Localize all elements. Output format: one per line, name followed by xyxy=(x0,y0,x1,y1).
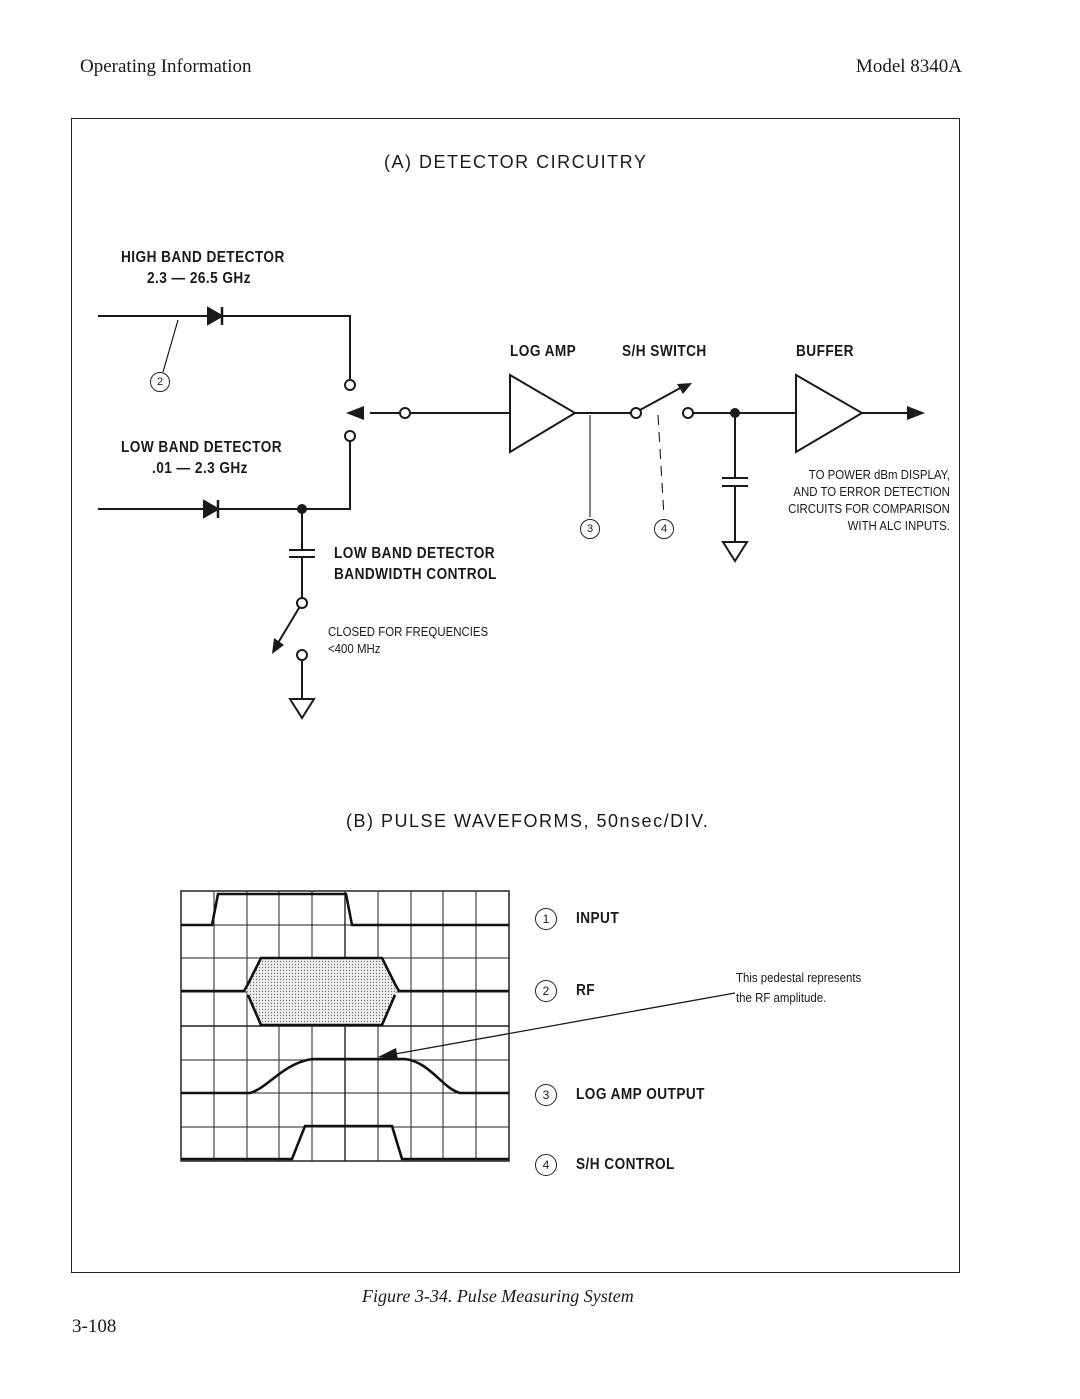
pedestal-note-2: the RF amplitude. xyxy=(736,990,827,1005)
bw-control-label: LOW BAND DETECTOR xyxy=(334,545,496,562)
arrow-right-icon xyxy=(907,406,925,420)
buffer-note: TO POWER dBm DISPLAY, AND TO ERROR DETEC… xyxy=(788,466,950,534)
high-band-line xyxy=(98,315,351,380)
legend-sh-control: S/H CONTROL xyxy=(576,1156,675,1173)
trace-rf-bottom xyxy=(246,994,397,1027)
marker-2: 2 xyxy=(150,372,170,392)
figure-frame xyxy=(71,118,960,1273)
low-band-range: .01 — 2.3 GHz xyxy=(152,460,248,477)
marker-4: 4 xyxy=(654,519,674,539)
figure-caption: Figure 3-34. Pulse Measuring System xyxy=(362,1286,634,1306)
bw-control-label-2: BANDWIDTH CONTROL xyxy=(334,566,497,583)
legend-num-3: 3 xyxy=(535,1084,557,1106)
trace-rf-top xyxy=(181,956,509,993)
low-band-diode-icon xyxy=(203,499,221,519)
ground-icon xyxy=(288,698,316,720)
arrow-left-icon xyxy=(346,406,364,420)
closed-note: CLOSED FOR FREQUENCIES xyxy=(328,624,489,639)
ground-icon-2 xyxy=(721,541,749,563)
marker-3: 3 xyxy=(580,519,600,539)
high-band-range: 2.3 — 26.5 GHz xyxy=(147,270,251,287)
legend-input: INPUT xyxy=(576,910,620,927)
high-band-label: HIGH BAND DETECTOR xyxy=(121,249,285,266)
closed-note-2: <400 MHz xyxy=(328,641,381,656)
buffer-note-line: AND TO ERROR DETECTION xyxy=(793,484,950,499)
trace-input xyxy=(181,892,509,927)
detector-circuitry-title: (A) DETECTOR CIRCUITRY xyxy=(384,152,648,172)
legend-num-4: 4 xyxy=(535,1154,557,1176)
buffer-label: BUFFER xyxy=(796,343,854,360)
buffer-icon xyxy=(795,373,864,454)
legend-num-2: 2 xyxy=(535,980,557,1002)
log-amp-label: LOG AMP xyxy=(510,343,577,360)
buffer-note-line: CIRCUITS FOR COMPARISON xyxy=(788,501,950,516)
legend-log-amp-output: LOG AMP OUTPUT xyxy=(576,1086,705,1103)
buffer-note-line: TO POWER dBm DISPLAY, xyxy=(808,467,950,482)
pedestal-note: This pedestal represents xyxy=(736,970,862,985)
legend-rf: RF xyxy=(576,982,596,999)
header-right: Model 8340A xyxy=(855,56,962,77)
header-left: Operating Information xyxy=(80,56,252,77)
low-band-line xyxy=(98,441,351,510)
trace-log-amp xyxy=(181,1057,509,1095)
sh-switch-label: S/H SWITCH xyxy=(622,343,707,360)
high-band-diode-icon xyxy=(207,306,225,326)
low-band-label: LOW BAND DETECTOR xyxy=(121,439,283,456)
buffer-note-line: WITH ALC INPUTS. xyxy=(847,518,950,533)
page-number: 3-108 xyxy=(72,1316,117,1337)
legend-num-1: 1 xyxy=(535,908,557,930)
pulse-waveforms-title: (B) PULSE WAVEFORMS, 50nsec/DIV. xyxy=(346,811,710,831)
trace-sh-control xyxy=(181,1124,509,1161)
log-amp-icon xyxy=(509,373,577,454)
